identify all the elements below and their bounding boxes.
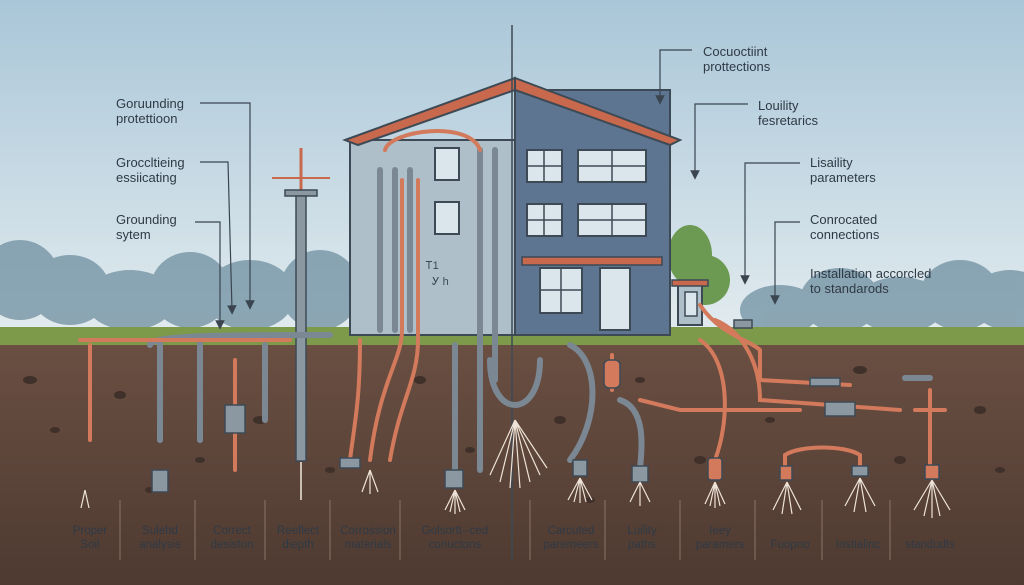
bottom-label-line: standudts: [905, 539, 955, 551]
callout-line: Cocuoctiint: [703, 44, 768, 59]
bottom-label-line: materials: [344, 539, 392, 551]
bottom-label-line: Luility: [627, 525, 657, 537]
grounding-roots: [80, 419, 951, 518]
bottom-label-line: paramers: [695, 539, 745, 551]
bottom-label-line: Carcuted: [547, 525, 595, 537]
callout-arrows: [195, 49, 800, 330]
callout-line: Goruunding: [116, 96, 184, 111]
callout-line: prottections: [703, 59, 771, 74]
callout-line: fesretarics: [758, 113, 818, 128]
bottom-label-line: paths: [627, 539, 657, 551]
bottom-label-line: Soil: [80, 539, 100, 551]
bottom-label-line: conuctons: [428, 539, 482, 551]
fittings: [151, 319, 940, 493]
bottom-label-proper-soil: Proper Soil: [60, 524, 120, 552]
callout-line: essiicating: [116, 170, 177, 185]
bottom-label-line: Ieey: [709, 525, 731, 537]
bottom-label-line: diepth: [282, 539, 314, 551]
callout-line: Lisaility: [810, 155, 853, 170]
callout-line: protettioon: [116, 111, 178, 126]
callout-liability-parameters: Lisaility parameters: [810, 155, 876, 185]
bottom-label-paths: Luility paths: [612, 524, 672, 552]
callout-line: Grounding: [116, 212, 177, 227]
callout-line: parameters: [810, 170, 876, 185]
bottom-label-conductors: Golsortt--ced conuctons: [405, 524, 505, 552]
bottom-label-line: Sulehd: [142, 525, 178, 537]
window-sign-line-1: Ꭲ1: [426, 260, 439, 272]
bottom-label-corrosion-materials: Corrossion materials: [333, 524, 403, 552]
callout-grounding-protection: Goruunding protettioon: [116, 96, 184, 126]
bottom-label-fuopno: Fuopno: [758, 538, 822, 552]
window-sign: Ꭲ1 Ꭹ h: [420, 258, 449, 290]
lightning-rod-mast: [272, 148, 330, 500]
bottom-label-installing: Instialinc: [826, 538, 890, 552]
callout-line: to standarods: [810, 281, 889, 296]
bottom-label-line: desiston: [210, 539, 254, 551]
bottom-label-soil-analysis: Sulehd analysis: [125, 524, 195, 552]
callout-conductor-protections: Cocuoctiint prottections: [703, 44, 770, 74]
callout-line: Louility: [758, 98, 799, 113]
bottom-label-standards: standudts: [895, 538, 965, 552]
bottom-label-line: Instialinc: [835, 539, 881, 551]
bottom-label-line: analysis: [139, 539, 181, 551]
tree-line-right: [740, 260, 1024, 335]
bottom-label-line: paremeers: [543, 539, 599, 551]
callout-grounding-assessing: Groccltieing essiicating: [116, 155, 185, 185]
column-dividers: [119, 500, 891, 560]
callout-line: sytem: [116, 227, 151, 242]
callout-corroded-connections: Conrocated connections: [810, 212, 879, 242]
bottom-label-line: Correct: [213, 525, 251, 537]
bottom-label-parameters: Carcuted paremeers: [535, 524, 607, 552]
bottom-label-correct-design: Correct desiston: [198, 524, 266, 552]
bottom-label-depth: Reeflect diepth: [268, 524, 328, 552]
bottom-label-line: Proper: [72, 525, 108, 537]
copper-pipes: [78, 129, 947, 472]
callout-line: Groccltieing: [116, 155, 185, 170]
window-sign-line-2: Ꭹ h: [432, 276, 449, 288]
callout-grounding-system: Grounding sytem: [116, 212, 177, 242]
soil-stones: [23, 366, 1005, 503]
bottom-label-key-parameters: Ieey paramers: [685, 524, 755, 552]
callout-line: Conrocated: [810, 212, 878, 227]
callout-installation-standards: Installation accorcled to standarods: [810, 266, 931, 296]
callout-line: connections: [810, 227, 880, 242]
bottom-label-line: Corrossion: [340, 525, 396, 537]
bottom-label-line: Reeflect: [276, 525, 320, 537]
callout-locality-features: Louility fesretarics: [758, 98, 818, 128]
bottom-label-line: Golsortt--ced: [421, 525, 489, 537]
callout-line: Installation accorcled: [810, 266, 932, 281]
bottom-label-line: Fuopno: [770, 539, 810, 551]
